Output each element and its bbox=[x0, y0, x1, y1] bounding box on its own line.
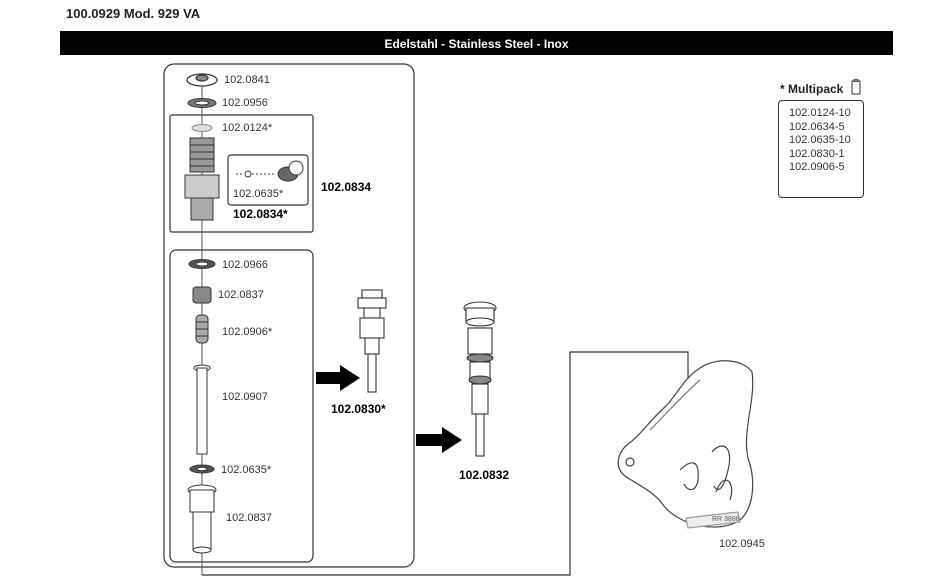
inset-frame bbox=[227, 154, 309, 206]
multipack-item: 102.0906-5 bbox=[789, 161, 845, 174]
part-label-cap: 102.0841 bbox=[224, 74, 270, 86]
arrow-to-valve bbox=[416, 427, 462, 453]
multipack-title-text: * Multipack bbox=[780, 82, 844, 96]
package-icon bbox=[851, 79, 861, 95]
multipack-item: 102.0635-10 bbox=[789, 134, 851, 147]
cartridge-part bbox=[357, 289, 387, 393]
model-title: 100.0929 Mod. 929 VA bbox=[66, 6, 201, 21]
valve-part bbox=[463, 301, 497, 457]
handle-mark-text: RR 3888 bbox=[712, 516, 740, 523]
inset-small-parts bbox=[236, 160, 304, 182]
part-label-rod: 102.0907 bbox=[222, 391, 268, 403]
small-ring-part bbox=[191, 124, 213, 132]
part-label-spring: 102.0906* bbox=[222, 326, 273, 338]
ring-part-middle bbox=[188, 259, 216, 269]
part-label-nut: 102.0837 bbox=[218, 289, 264, 301]
multipack-title: * Multipack bbox=[780, 79, 861, 96]
assembly-label: 102.0834 bbox=[321, 180, 372, 194]
spring-part bbox=[195, 314, 209, 344]
part-label-ring-middle: 102.0966 bbox=[222, 259, 268, 271]
multipack-item: 102.0124-10 bbox=[789, 107, 851, 119]
material-banner: Edelstahl - Stainless Steel - Inox bbox=[60, 31, 893, 55]
ring-part-lower bbox=[189, 464, 215, 474]
multipack-item: 102.0830-1 bbox=[789, 147, 845, 160]
flush-handle-part bbox=[617, 360, 754, 529]
part-label-ring-top: 102.0956 bbox=[222, 97, 268, 109]
multipack-item: 102.0634-5 bbox=[789, 120, 845, 133]
outer-group-frame bbox=[163, 63, 415, 568]
part-label-cartridge: 102.0830* bbox=[331, 402, 386, 416]
cap-part bbox=[186, 73, 218, 87]
part-label-inset-ring: 102.0635* bbox=[233, 188, 284, 200]
part-label-valve: 102.0832 bbox=[459, 468, 510, 482]
part-label-sleeve: 102.0837 bbox=[226, 512, 272, 524]
nut-part bbox=[192, 286, 212, 304]
lower-subgroup-frame bbox=[169, 249, 314, 563]
part-label-small-ring: 102.0124* bbox=[222, 122, 273, 134]
part-label-ring-lower: 102.0635* bbox=[221, 464, 272, 476]
part-label-threaded-body: 102.0834* bbox=[233, 207, 288, 221]
sleeve-part bbox=[187, 484, 217, 554]
upper-subgroup-frame bbox=[169, 114, 314, 233]
multipack-list: 102.0124-10 102.0634-5 102.0635-10 102.0… bbox=[778, 100, 864, 198]
ring-part-top bbox=[187, 98, 217, 108]
part-label-handle: 102.0945 bbox=[719, 538, 765, 550]
rod-part bbox=[193, 364, 211, 455]
arrow-to-cartridge bbox=[316, 365, 360, 391]
threaded-body-part bbox=[184, 137, 220, 221]
connector-line bbox=[202, 351, 689, 576]
